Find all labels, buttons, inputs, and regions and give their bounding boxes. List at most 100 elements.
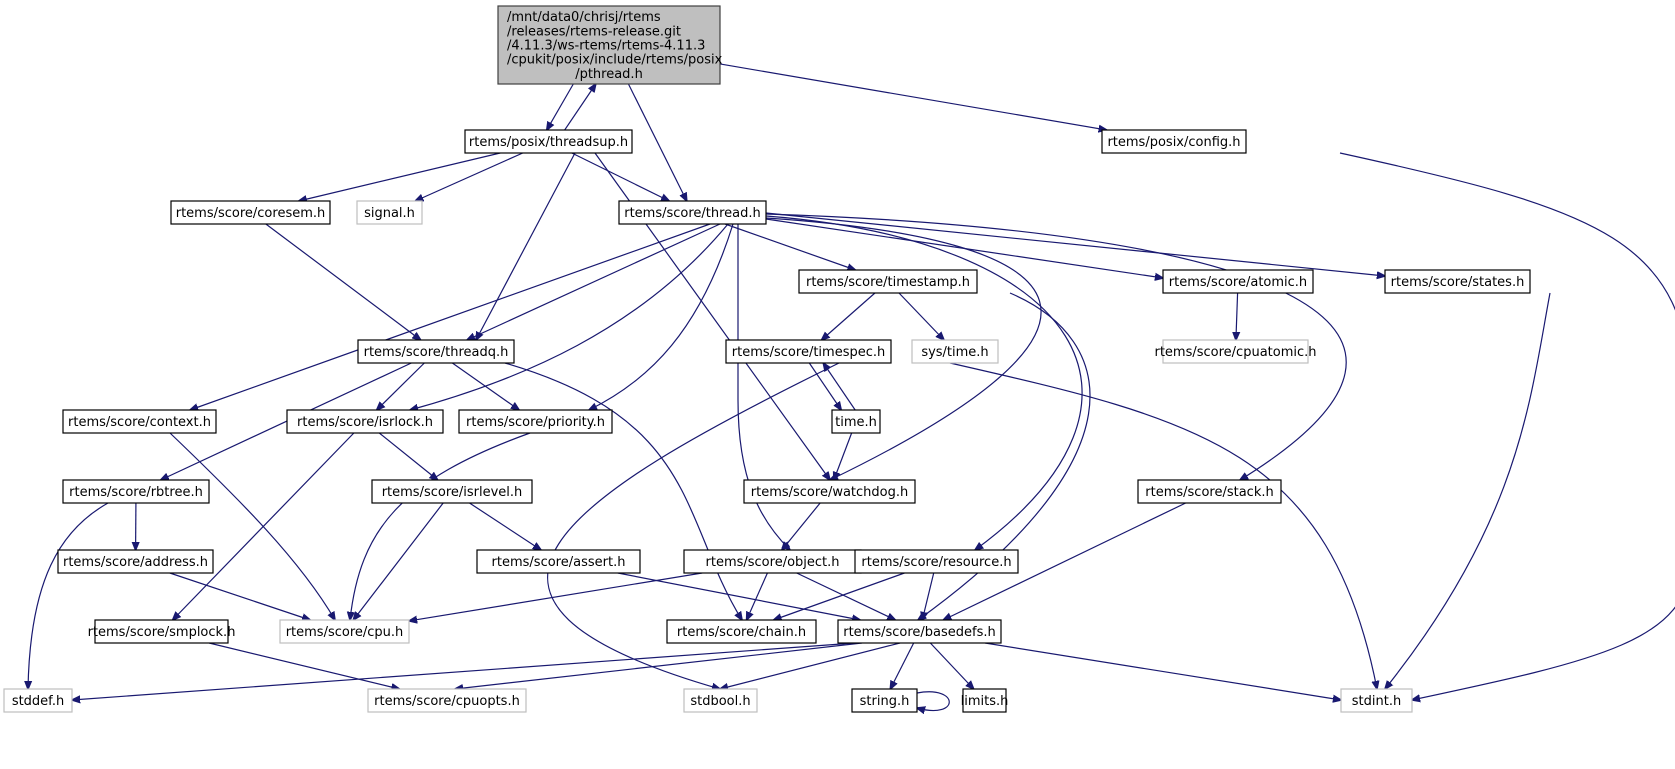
node-label: time.h (835, 415, 877, 430)
edge-thread-to-threadq (467, 223, 721, 340)
edge-timespec-to-time (808, 362, 841, 410)
edge-thread-to-atomic (765, 218, 1163, 278)
node-label: rtems/score/cpuatomic.h (1154, 345, 1316, 360)
node-label: string.h (860, 694, 910, 709)
edge-watchdog-to-object (782, 502, 821, 550)
node-box (911, 339, 999, 364)
node-label: rtems/score/address.h (63, 555, 208, 570)
node-pthread[interactable]: /mnt/data0/chrisj/rtems/releases/rtems-r… (497, 5, 723, 85)
node-basedefs[interactable]: rtems/score/basedefs.h (837, 619, 1002, 644)
node-atomic[interactable]: rtems/score/atomic.h (1162, 269, 1314, 294)
node-address[interactable]: rtems/score/address.h (57, 549, 214, 574)
node-label: sys/time.h (921, 345, 988, 360)
node-systime: sys/time.h (911, 339, 999, 364)
node-label: rtems/score/smplock.h (88, 625, 236, 640)
edge-thread-to-states (765, 212, 1385, 276)
edge-timespec-to-stdint (949, 362, 1377, 689)
node-isrlock[interactable]: rtems/score/isrlock.h (286, 409, 444, 434)
node-cpuatomic: rtems/score/cpuatomic.h (1154, 339, 1317, 364)
node-box (798, 269, 978, 294)
node-box (831, 409, 881, 434)
node-box (170, 200, 331, 225)
node-label: limits.h (961, 694, 1009, 709)
node-label: rtems/score/timespec.h (732, 345, 885, 360)
node-box (94, 619, 229, 644)
node-label: rtems/score/cpu.h (286, 625, 404, 640)
edges-layer (28, 63, 1675, 711)
edge-timestamp-to-systime (898, 292, 944, 340)
node-rbtree[interactable]: rtems/score/rbtree.h (62, 479, 210, 504)
edge-thread-to-watchdog (765, 217, 1042, 480)
node-box (1162, 339, 1309, 364)
node-smplock[interactable]: rtems/score/smplock.h (88, 619, 236, 644)
node-box (371, 479, 533, 504)
edge-threadsup-to-signal (415, 152, 523, 201)
edge-address-to-cpu (169, 572, 310, 620)
edge-pthread-to-threadsup (547, 83, 574, 130)
node-box (357, 339, 515, 364)
node-label: rtems/score/threadq.h (364, 345, 509, 360)
node-isrlevel[interactable]: rtems/score/isrlevel.h (371, 479, 533, 504)
node-signal: signal.h (356, 200, 423, 225)
edge-isrlock-to-smplock (173, 432, 355, 620)
node-box (62, 479, 210, 504)
edge-context-to-cpu (169, 432, 335, 620)
node-label: rtems/score/priority.h (466, 415, 605, 430)
node-box (1340, 688, 1413, 713)
node-label: rtems/score/stack.h (1145, 485, 1273, 500)
node-string[interactable]: string.h (851, 688, 918, 713)
node-box (3, 688, 73, 713)
node-stddef: stddef.h (3, 688, 73, 713)
edge-isrlevel-to-assert (469, 502, 541, 550)
node-time[interactable]: time.h (831, 409, 881, 434)
edge-coresem-to-threadq (265, 223, 421, 340)
edge-pthread-to-thread (627, 83, 686, 201)
node-object[interactable]: rtems/score/object.h (683, 549, 862, 574)
node-timestamp[interactable]: rtems/score/timestamp.h (798, 269, 978, 294)
node-context[interactable]: rtems/score/context.h (62, 409, 217, 434)
node-chain[interactable]: rtems/score/chain.h (666, 619, 817, 644)
edge-isrlock-to-isrlevel (378, 432, 437, 480)
node-box (57, 549, 214, 574)
node-resource[interactable]: rtems/score/resource.h (854, 549, 1019, 574)
node-label: rtems/score/cpuopts.h (374, 694, 520, 709)
node-label: rtems/score/coresem.h (176, 206, 326, 221)
node-box (618, 200, 767, 225)
node-assert[interactable]: rtems/score/assert.h (476, 549, 641, 574)
node-label: rtems/score/watchdog.h (751, 485, 908, 500)
node-threadq[interactable]: rtems/score/threadq.h (357, 339, 515, 364)
node-watchdog[interactable]: rtems/score/watchdog.h (743, 479, 916, 504)
edge-thread-to-isrlock (410, 223, 729, 410)
edge-config-to-stdint (1339, 152, 1675, 700)
node-box (837, 619, 1002, 644)
node-states[interactable]: rtems/score/states.h (1384, 269, 1531, 294)
node-box (1162, 269, 1314, 294)
node-label: rtems/score/timestamp.h (806, 275, 970, 290)
node-config[interactable]: rtems/posix/config.h (1101, 129, 1247, 154)
edge-object-to-chain (747, 572, 768, 620)
node-label: /pthread.h (575, 67, 643, 82)
node-label: rtems/score/assert.h (492, 555, 626, 570)
node-label: rtems/score/context.h (68, 415, 211, 430)
node-box (286, 409, 444, 434)
node-stdint: stdint.h (1340, 688, 1413, 713)
node-stack[interactable]: rtems/score/stack.h (1137, 479, 1282, 504)
node-priority[interactable]: rtems/score/priority.h (458, 409, 613, 434)
node-label: signal.h (364, 206, 415, 221)
node-coresem[interactable]: rtems/score/coresem.h (170, 200, 331, 225)
node-timespec[interactable]: rtems/score/timespec.h (725, 339, 892, 364)
node-limits[interactable]: limits.h (961, 688, 1009, 713)
edge-object-to-basedefs (796, 572, 896, 620)
node-thread[interactable]: rtems/score/thread.h (618, 200, 767, 225)
edge-threadq-to-rbtree (161, 362, 412, 480)
node-box (683, 688, 758, 713)
node-label: rtems/score/object.h (706, 555, 840, 570)
node-threadsup[interactable]: rtems/posix/threadsup.h (464, 129, 633, 154)
node-label: rtems/score/rbtree.h (69, 485, 203, 500)
node-label: rtems/score/chain.h (677, 625, 806, 640)
node-box (464, 129, 633, 154)
edge-smplock-to-cpuopts (208, 642, 399, 689)
edge-basedefs-to-cpuopts (455, 642, 863, 689)
node-label: stddef.h (12, 694, 64, 709)
